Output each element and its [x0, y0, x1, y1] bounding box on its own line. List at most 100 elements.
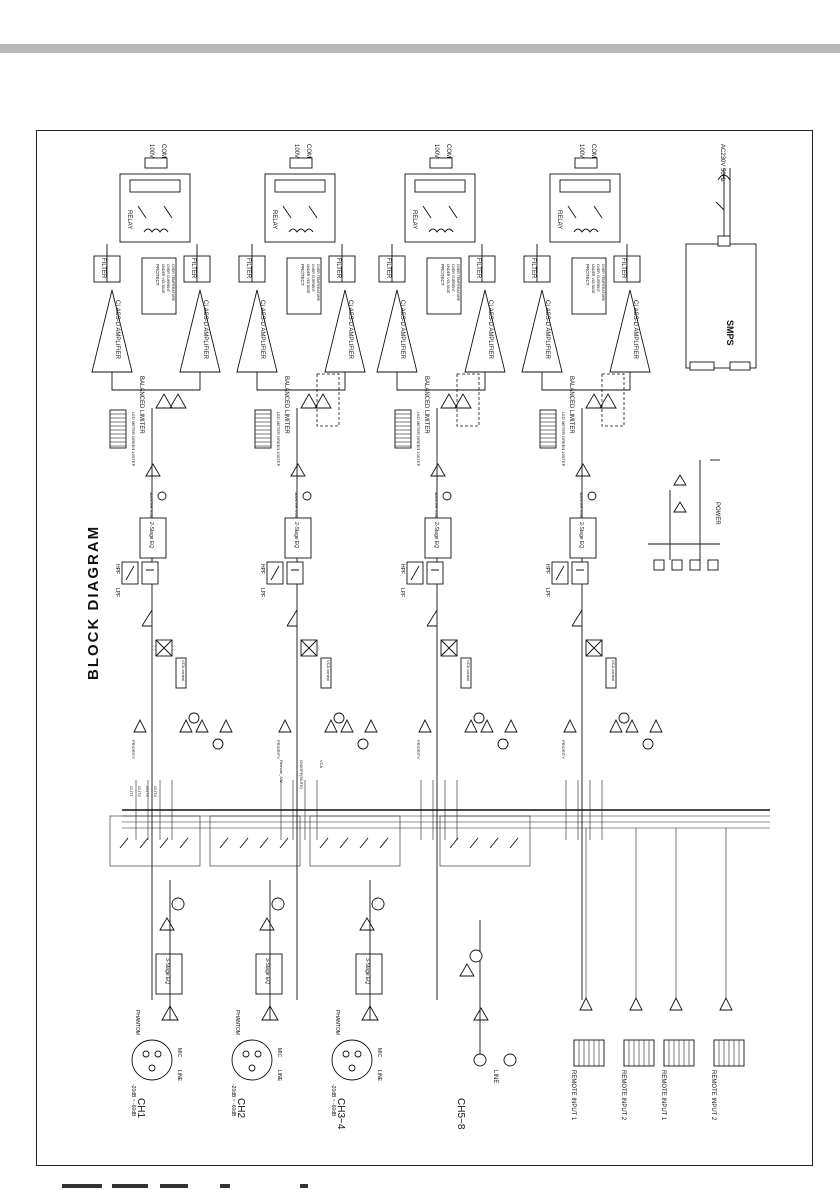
line-label: LINE: [376, 1070, 382, 1082]
level-label: -20dB ~ -60dB: [230, 1084, 236, 1117]
filter-label: FILTER: [475, 258, 481, 279]
line-label: LINE: [176, 1070, 182, 1082]
eq-label: 2-Stage EQ: [578, 522, 584, 548]
filter-label: FILTER: [245, 258, 251, 279]
lpf-label: LPF: [544, 588, 550, 597]
protect-line: OVER TEMPERATURE: [316, 264, 320, 302]
bus-line-label: Remote_SW: [279, 760, 284, 783]
amp-label: CLASS-D AMPLIFIER: [544, 300, 550, 360]
eq-label: 2-Stage EQ: [433, 522, 439, 548]
amp-label: CLASS-D AMPLIFIER: [399, 300, 405, 360]
protect-line: OVER CURRENT: [166, 264, 170, 293]
filter-label: FILTER: [100, 258, 106, 279]
bus-line-label: ON/OFF(MUTE): [299, 760, 304, 790]
master-volume-label: MASTER VOLUME: [434, 492, 439, 527]
led-meter-label: LED METER GREEN 10STEP: [416, 412, 421, 467]
protect-line: OVER TEMPERATURE: [171, 264, 175, 302]
limiter-label: LIMITER: [283, 410, 289, 434]
eq-label: 2-Stage EQ: [293, 522, 299, 548]
limiter-label: LIMITER: [568, 410, 574, 434]
out-100v-label: 100V: [578, 144, 584, 158]
bus-out-label: OUT2: [137, 786, 142, 797]
eq3-label: 3-Stage EQ: [364, 958, 370, 984]
out-com-label: COM: [305, 144, 311, 158]
hpf-label: HPF: [544, 564, 550, 574]
balanced-label: BALANCED: [283, 376, 289, 409]
block-diagram: BLOCK DIAGRAM 100V COM RELAY FILTER FILTER PR…: [85, 144, 770, 1130]
smps-label: SMPS: [725, 320, 735, 346]
vca-control-label: VCA control: [611, 660, 616, 681]
relay-label: RELAY: [271, 210, 277, 229]
led-meter-label: LED METER GREEN 10STEP: [131, 412, 136, 467]
vca-control-label: VCA control: [181, 660, 186, 681]
power-label: POWER: [714, 502, 720, 525]
bus-out-label: OUT1: [129, 786, 134, 797]
priority-label: PRIORITY: [131, 740, 136, 759]
channel-label: CH1: [135, 1098, 146, 1118]
out-100v-label: 100V: [148, 144, 154, 158]
remote-label: REMOTE INPUT 2: [710, 1070, 716, 1121]
protect-line: OVER CURRENT: [596, 264, 600, 293]
amp-label: CLASS-D AMPLIFIER: [114, 300, 120, 360]
amp-label: CLASS-D AMPLIFIER: [347, 300, 353, 360]
remote-label: REMOTE INPUT 1: [570, 1070, 576, 1121]
input-switch-row: [109, 815, 531, 867]
phantom-label: PHANTOM: [334, 1010, 340, 1035]
filter-label: FILTER: [335, 258, 341, 279]
protect-line: OVER TEMPERATURE: [456, 264, 460, 302]
lpf-label: LPF: [259, 588, 265, 597]
lpf-label: LPF: [114, 588, 120, 597]
priority-label: PRIORITY: [276, 740, 281, 759]
filter-label: FILTER: [190, 258, 196, 279]
amp-label: CLASS-D AMPLIFIER: [632, 300, 638, 360]
limiter-label: LIMITER: [138, 410, 144, 434]
balanced-label: BALANCED: [138, 376, 144, 409]
balanced-label: BALANCED: [568, 376, 574, 409]
led-meter-label: LED METER GREEN 10STEP: [276, 412, 281, 467]
protect-line: UNDER VOLTAGE: [591, 264, 595, 294]
mic-label: MIC: [276, 1048, 282, 1058]
master-volume-label: MASTER VOLUME: [579, 492, 584, 527]
diagram-title: BLOCK DIAGRAM: [85, 525, 102, 680]
power-section: POWER: [648, 459, 720, 571]
protect-line: UNDER VOLTAGE: [446, 264, 450, 294]
lpf-label: LPF: [399, 588, 405, 597]
protect-line: OVER CURRENT: [451, 264, 455, 293]
master-volume-label: MASTER VOLUME: [149, 492, 154, 527]
bus-out-label: OUT3: [145, 786, 150, 797]
eq3-label: 3-Stage EQ: [164, 958, 170, 984]
phantom-label: PHANTOM: [134, 1010, 140, 1035]
amp-label: CLASS-D AMPLIFIER: [259, 300, 265, 360]
vca-control-label: VCA control: [466, 660, 471, 681]
footer-marks: [62, 1184, 308, 1188]
out-100v-label: 100V: [293, 144, 299, 158]
hpf-label: HPF: [399, 564, 405, 574]
master-volume-label: MASTER VOLUME: [294, 492, 299, 527]
limiter-label: LIMITER: [423, 410, 429, 434]
protect-line: OVER TEMPERATURE: [601, 264, 605, 302]
bus-line-label: VCA: [319, 760, 324, 769]
protect-label: PROTECT: [585, 264, 590, 286]
mic-label: MIC: [376, 1048, 382, 1058]
line-label: LINE: [492, 1070, 498, 1083]
phantom-label: PHANTOM: [234, 1010, 240, 1035]
amp-label: CLASS-D AMPLIFIER: [487, 300, 493, 360]
relay-label: RELAY: [556, 210, 562, 229]
protect-label: PROTECT: [155, 264, 160, 286]
channel-label: CH5~8: [455, 1098, 466, 1130]
balanced-label: BALANCED: [423, 376, 429, 409]
out-com-label: COM: [445, 144, 451, 158]
remote-input-2: REMOTE INPUT 2: [620, 828, 655, 1121]
priority-label: PRIORITY: [416, 740, 421, 759]
smps-box: [685, 243, 757, 369]
remote-input-1: REMOTE INPUT 1: [570, 828, 605, 1121]
line-label: LINE: [276, 1070, 282, 1082]
led-meter-label: LED METER GREEN 10STEP: [561, 412, 566, 467]
relay-label: RELAY: [411, 210, 417, 229]
